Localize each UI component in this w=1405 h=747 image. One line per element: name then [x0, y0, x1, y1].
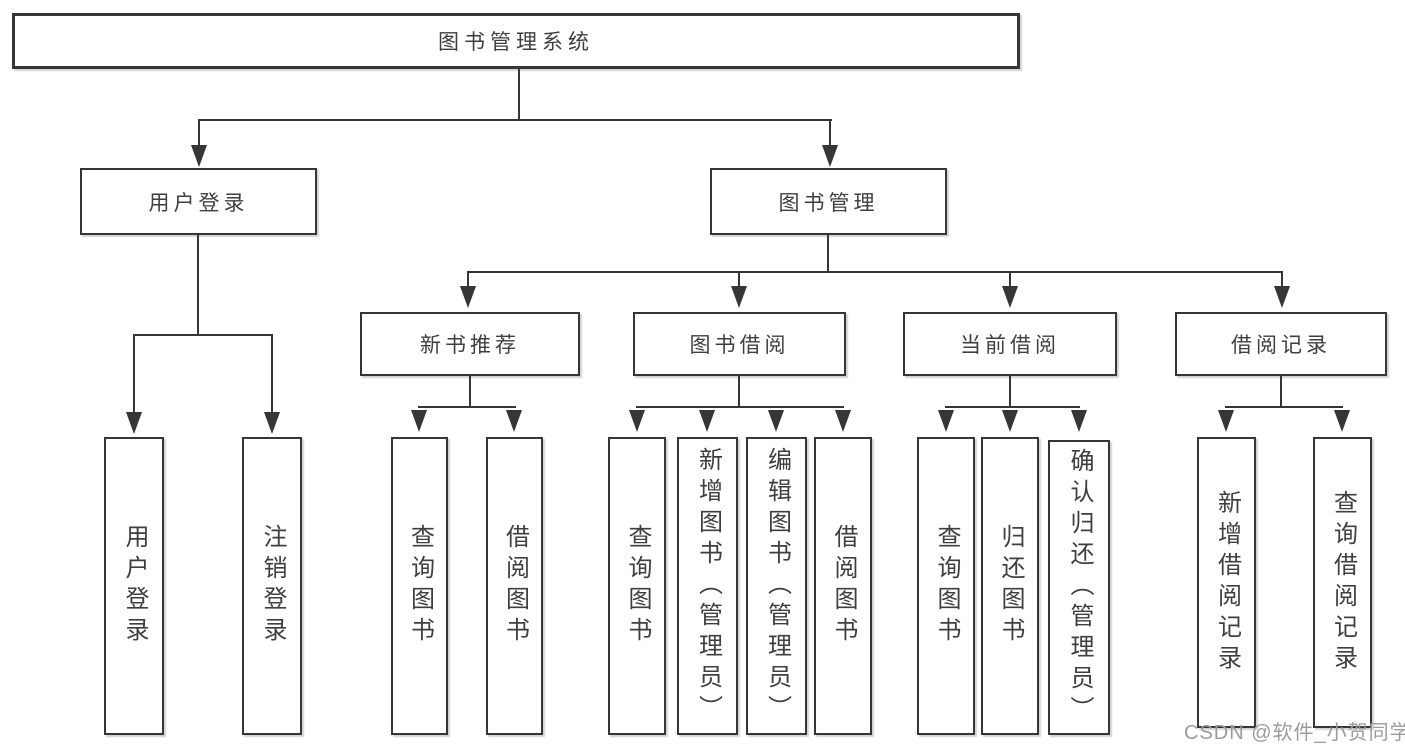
connector-line — [827, 235, 829, 273]
connector-line — [133, 334, 273, 336]
node-book-management: 图书管理 — [710, 168, 947, 235]
leaf-query-books: 查询图书 — [917, 437, 975, 735]
connector-line — [945, 406, 1080, 408]
connector-line — [467, 271, 469, 288]
leaf-borrow-books: 借阅图书 — [486, 437, 543, 735]
connector-line — [738, 271, 740, 288]
arrow-down-icon — [460, 286, 476, 308]
leaf-borrow-books: 借阅图书 — [814, 437, 872, 735]
leaf-add-book-admin: 新增图书（管理员） — [677, 437, 738, 735]
leaf-return-books: 归还图书 — [981, 437, 1039, 735]
arrow-down-icon — [126, 412, 142, 434]
arrow-down-icon — [768, 410, 784, 432]
node-borrow-records: 借阅记录 — [1175, 312, 1387, 376]
csdn-watermark: CSDN @软件_小贺同学 — [1184, 722, 1405, 744]
arrow-down-icon — [191, 145, 207, 167]
leaf-query-borrow-record: 查询借阅记录 — [1313, 437, 1372, 728]
arrow-down-icon — [264, 412, 280, 434]
node-root-library-system: 图书管理系统 — [12, 13, 1020, 69]
arrow-down-icon — [1274, 286, 1290, 308]
arrow-down-icon — [629, 410, 645, 432]
connector-line — [418, 406, 516, 408]
connector-line — [198, 119, 832, 121]
arrow-down-icon — [411, 410, 427, 432]
connector-line — [467, 271, 1283, 273]
connector-line — [518, 68, 520, 120]
leaf-add-borrow-record: 新增借阅记录 — [1197, 437, 1256, 728]
leaf-query-books: 查询图书 — [608, 437, 666, 735]
connector-line — [1281, 271, 1283, 288]
arrow-down-icon — [835, 410, 851, 432]
connector-line — [197, 235, 199, 335]
arrow-down-icon — [1002, 286, 1018, 308]
connector-line — [1225, 406, 1343, 408]
connector-line — [133, 334, 135, 413]
arrow-down-icon — [1334, 410, 1350, 432]
connector-line — [1009, 376, 1011, 408]
arrow-down-icon — [822, 145, 838, 167]
arrow-down-icon — [938, 410, 954, 432]
node-book-borrow: 图书借阅 — [633, 312, 846, 376]
leaf-confirm-return-admin: 确认归还（管理员） — [1048, 440, 1110, 735]
node-new-book-recommend: 新书推荐 — [360, 312, 580, 376]
connector-line — [738, 376, 740, 408]
arrow-down-icon — [1218, 410, 1234, 432]
arrow-down-icon — [1002, 410, 1018, 432]
leaf-logout: 注销登录 — [242, 437, 302, 735]
leaf-query-books: 查询图书 — [391, 437, 448, 735]
connector-line — [636, 406, 844, 408]
connector-line — [829, 119, 831, 147]
arrow-down-icon — [1071, 410, 1087, 432]
arrow-down-icon — [699, 410, 715, 432]
arrow-down-icon — [506, 410, 522, 432]
connector-line — [1009, 271, 1011, 288]
connector-line — [1280, 376, 1282, 408]
connector-line — [469, 376, 471, 408]
leaf-user-login: 用户登录 — [104, 437, 164, 735]
node-user-login: 用户登录 — [80, 168, 317, 235]
node-current-borrow: 当前借阅 — [903, 312, 1117, 376]
connector-line — [198, 119, 200, 147]
connector-line — [271, 334, 273, 413]
arrow-down-icon — [731, 286, 747, 308]
leaf-edit-book-admin: 编辑图书（管理员） — [746, 437, 807, 735]
